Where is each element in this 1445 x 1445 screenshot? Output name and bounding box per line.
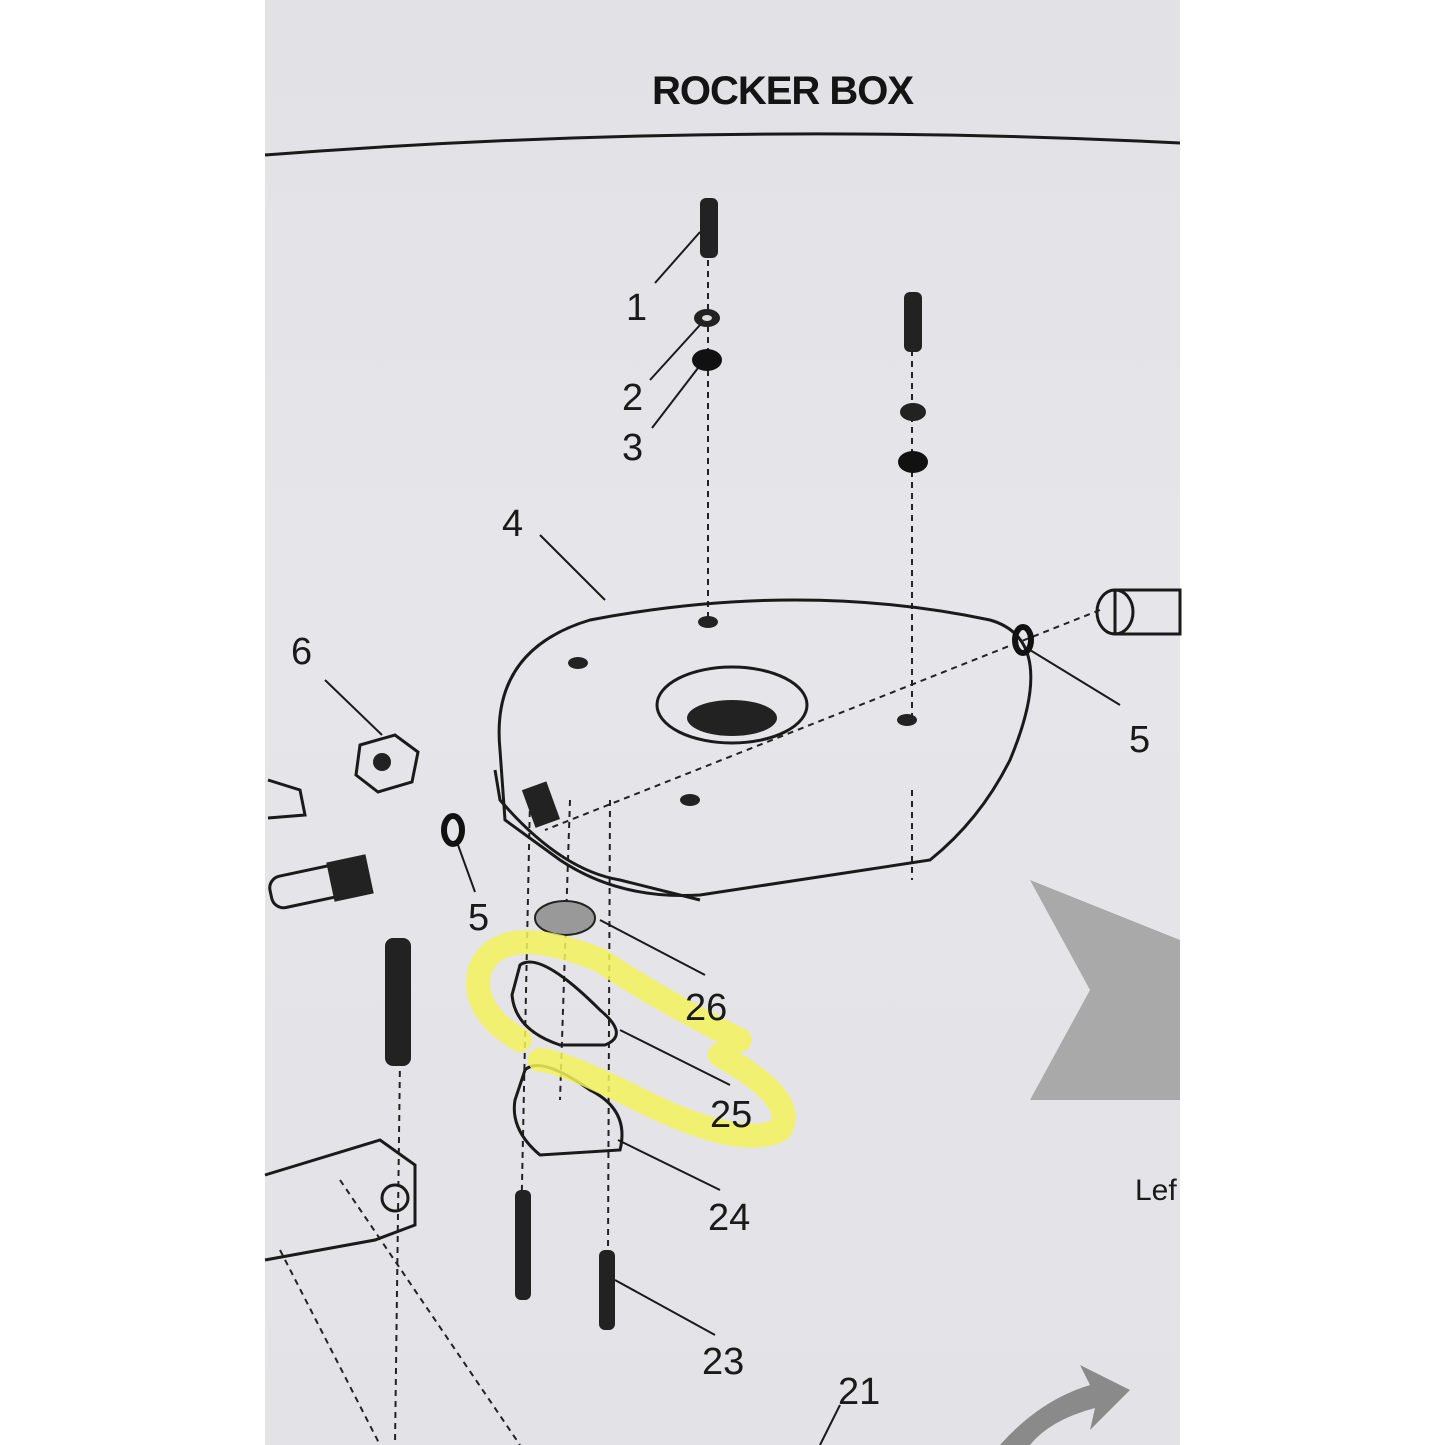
disc-26 [534, 900, 596, 936]
washer-icon [694, 309, 720, 327]
o-ring-icon [1012, 624, 1034, 656]
axis-line [279, 1249, 381, 1445]
washer-icon [900, 403, 926, 421]
screw-icon [515, 1190, 531, 1300]
washer-icon [692, 349, 722, 371]
axis-line [394, 1059, 401, 1445]
gray-arrow-shape [1030, 880, 1180, 1100]
page-title: ROCKER BOX [652, 69, 914, 113]
callout-6: 6 [291, 631, 312, 673]
screw-icon [599, 1250, 615, 1330]
curved-arrow-shape [1000, 1365, 1130, 1445]
callout-5-left: 5 [468, 897, 489, 939]
o-ring-icon [441, 813, 465, 847]
rocker-box-cover [493, 598, 1033, 902]
callout-4: 4 [502, 503, 523, 545]
header-rule [264, 132, 1181, 157]
highlight-marker [466, 930, 796, 1148]
gasket-25 [510, 960, 618, 1047]
screw-icon [700, 198, 718, 258]
screw-icon [385, 938, 411, 1066]
fitting-icon [268, 854, 374, 910]
callout-2: 2 [622, 377, 643, 419]
leader-lines [324, 231, 1121, 1445]
axis-line [339, 1179, 521, 1445]
callout-3: 3 [622, 427, 643, 469]
callout-1: 1 [626, 287, 647, 329]
screw-icon [904, 292, 922, 352]
callout-5-right: 5 [1129, 719, 1150, 761]
callout-24: 24 [708, 1197, 750, 1239]
nut-icon [354, 733, 420, 794]
axis-line [544, 609, 1101, 831]
callout-25: 25 [710, 1094, 752, 1136]
arm-bracket [264, 1138, 417, 1262]
callout-21: 21 [838, 1371, 880, 1413]
plug-icon [1095, 588, 1182, 636]
callout-26: 26 [685, 987, 727, 1029]
callout-23: 23 [702, 1341, 744, 1383]
fitting-icon [267, 778, 307, 820]
axis-line [607, 799, 611, 1251]
washer-icon [898, 451, 928, 473]
side-text-fragment: Lef [1135, 1174, 1177, 1207]
